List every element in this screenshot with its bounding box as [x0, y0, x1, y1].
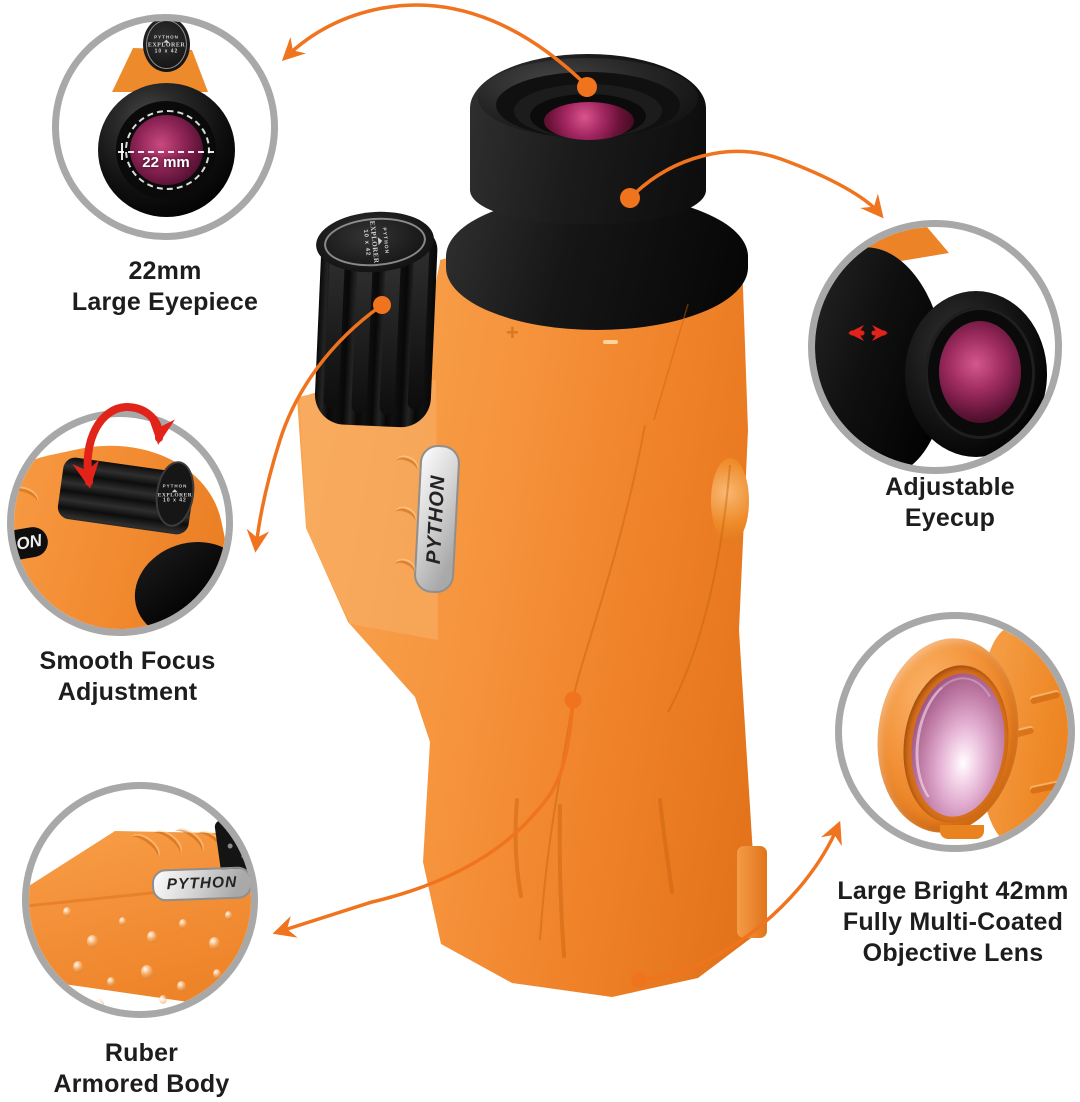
c4-knob-detail — [227, 843, 233, 849]
label-eyepiece: 22mm Large Eyepiece — [40, 256, 290, 318]
water-droplet — [209, 937, 220, 950]
water-droplet — [213, 969, 221, 979]
body-brand-badge-text: PYTHON — [423, 473, 450, 565]
water-droplet — [63, 907, 71, 917]
badge-brand: PYTHON — [162, 483, 188, 489]
c1-knob-cap: PYTHON EXPLORER 10 x 42 — [143, 21, 190, 72]
water-droplet — [179, 919, 187, 929]
c1-measurement-label: 22 mm — [142, 154, 190, 171]
c2-eyecup-lens — [939, 321, 1021, 423]
c3-cap-badge: PYTHON EXPLORER 10 x 42 — [158, 483, 193, 504]
c1-measure-circle — [125, 110, 210, 190]
label-focus: Smooth Focus Adjustment — [0, 646, 255, 708]
tripod-tab — [737, 846, 767, 938]
callout-circle-armor: PYTHON — [22, 782, 258, 1018]
label-armor-line2: Armored Body — [53, 1070, 230, 1098]
callout-circle-eyecup — [808, 220, 1062, 474]
badge-spec: 10 x 42 — [154, 48, 179, 55]
label-armor-line1: Ruber — [104, 1039, 179, 1067]
callout-circle-eyepiece: PYTHON EXPLORER 10 x 42 22 mm — [52, 14, 278, 240]
label-eyepiece-line1: 22mm — [128, 257, 202, 285]
c4-brand-badge: PYTHON — [151, 866, 251, 902]
water-droplet — [141, 965, 153, 979]
c5-foot-tab — [940, 825, 984, 839]
water-droplet — [107, 977, 115, 987]
label-objective-line2: Fully Multi-Coated — [842, 908, 1064, 936]
water-droplet — [87, 935, 98, 948]
mountain-icon — [163, 39, 170, 43]
badge-brand: PYTHON — [154, 34, 179, 40]
water-droplet — [95, 999, 104, 1009]
knob-cap-badge: PYTHON EXPLORER 10 x 42 — [360, 219, 391, 264]
body-mold-dash — [603, 340, 618, 344]
body-plus-marking: + — [506, 320, 519, 345]
label-focus-line1: Smooth Focus — [39, 647, 216, 675]
c1-measure-line — [118, 151, 214, 153]
callout-circle-focus: PYTHON EXPLORER 10 x 42 ON — [7, 410, 233, 636]
label-eyecup: Adjustable Eyecup — [820, 472, 1080, 534]
badge-series: EXPLORER — [147, 42, 186, 49]
label-objective-line3: Objective Lens — [862, 939, 1044, 967]
c4-knob-detail — [240, 853, 247, 860]
side-bump — [711, 458, 749, 544]
water-droplet — [147, 931, 157, 943]
label-eyecup-line1: Adjustable — [885, 473, 1015, 501]
callout-circle-objective — [835, 612, 1075, 852]
water-droplet — [119, 917, 126, 926]
water-droplet — [73, 961, 83, 973]
eyepiece-lens — [544, 102, 634, 140]
water-droplet — [225, 911, 232, 920]
c1-cap-badge: PYTHON EXPLORER 10 x 42 — [148, 34, 185, 55]
water-droplet — [177, 981, 186, 992]
c1-measure-tick — [121, 143, 123, 160]
c1-cap-ring — [146, 21, 187, 69]
badge-spec: 10 x 42 — [163, 497, 187, 504]
knob-rib — [407, 245, 430, 411]
label-objective-line1: Large Bright 42mm — [837, 877, 1069, 905]
label-objective: Large Bright 42mm Fully Multi-Coated Obj… — [808, 876, 1080, 969]
c4-brand-badge-text: PYTHON — [166, 873, 238, 894]
label-eyecup-line2: Eyecup — [904, 504, 996, 532]
label-eyepiece-line2: Large Eyepiece — [71, 288, 259, 316]
label-focus-line2: Adjustment — [57, 678, 198, 706]
body-brand-badge: PYTHON — [413, 444, 461, 594]
water-droplet — [159, 995, 167, 1004]
c3-partial-brand-text: ON — [14, 530, 44, 554]
label-armor: Ruber Armored Body — [14, 1038, 269, 1100]
